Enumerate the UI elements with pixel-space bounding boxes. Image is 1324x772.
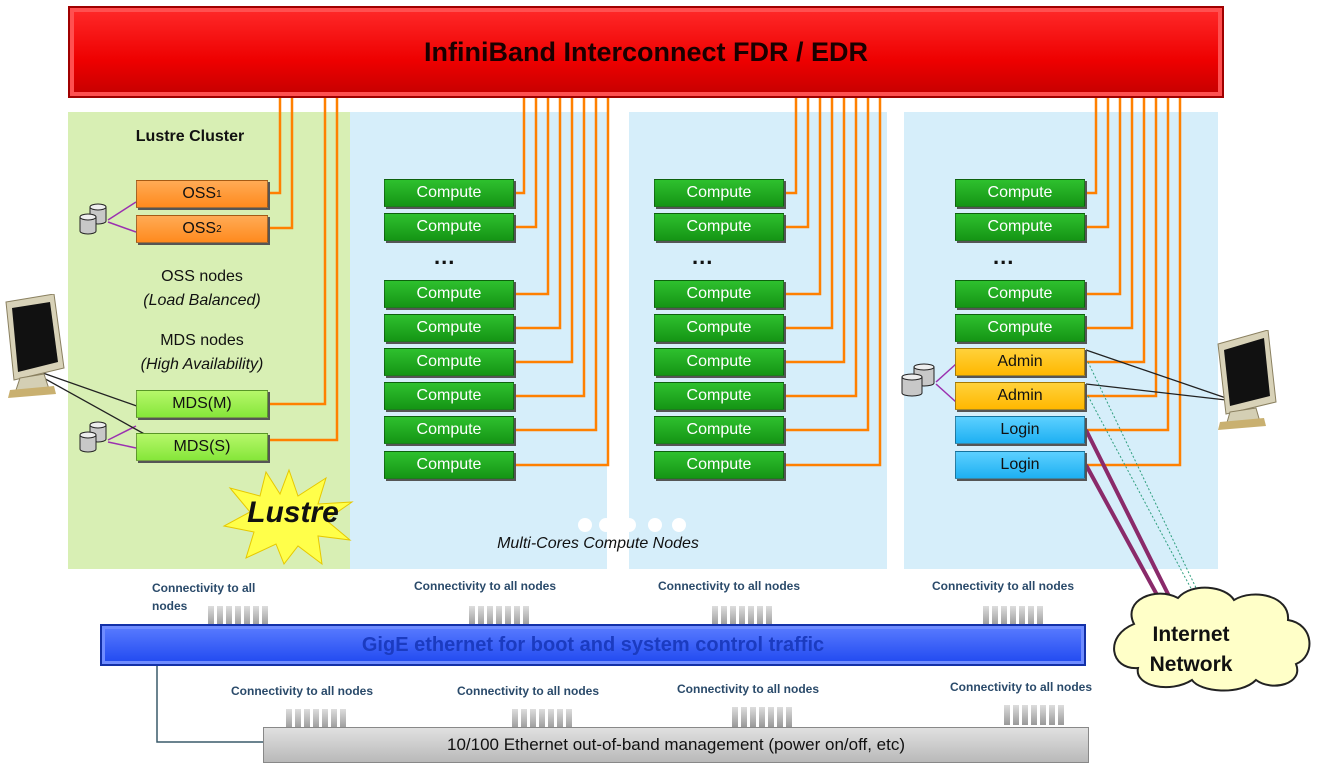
admin-node[interactable]: Admin bbox=[955, 348, 1085, 376]
mds-standby-node[interactable]: MDS(S) bbox=[136, 433, 268, 461]
compute-node[interactable]: Compute bbox=[384, 382, 514, 410]
compute-node[interactable]: Compute bbox=[654, 213, 784, 241]
port-ticks bbox=[1004, 705, 1064, 725]
compute-node[interactable]: Compute bbox=[654, 314, 784, 342]
login-node[interactable]: Login bbox=[955, 416, 1085, 444]
continuation-dot bbox=[648, 518, 662, 532]
mds-nodes-note: (High Availability) bbox=[140, 356, 264, 373]
compute-node[interactable]: Compute bbox=[384, 348, 514, 376]
compute-node[interactable]: Compute bbox=[384, 280, 514, 308]
port-ticks bbox=[983, 606, 1043, 626]
compute-node[interactable]: Compute bbox=[955, 213, 1085, 241]
disk-stack-icon bbox=[79, 203, 107, 235]
compute-node[interactable]: Compute bbox=[384, 213, 514, 241]
compute-node[interactable]: Compute bbox=[654, 416, 784, 444]
compute-node[interactable]: Compute bbox=[654, 451, 784, 479]
compute-node[interactable]: Compute bbox=[654, 348, 784, 376]
continuation-dot bbox=[622, 518, 636, 532]
oob-management-bar: 10/100 Ethernet out-of-band management (… bbox=[263, 727, 1089, 763]
connectivity-label: Connectivity to all nodes bbox=[658, 579, 801, 593]
compute-node[interactable]: Compute bbox=[384, 314, 514, 342]
port-ticks bbox=[286, 709, 346, 729]
ellipsis: ... bbox=[434, 244, 456, 269]
compute-node[interactable]: Compute bbox=[384, 451, 514, 479]
oss-nodes-label: OSS nodes bbox=[161, 268, 243, 285]
connectivity-label: Connectivity to all nodes bbox=[414, 579, 557, 593]
infiniband-interconnect-bar: InfiniBand Interconnect FDR / EDR bbox=[68, 6, 1224, 98]
internet-line-2: Network bbox=[1149, 653, 1233, 676]
internet-line-1: Internet bbox=[1152, 623, 1230, 646]
connectivity-label: Connectivity to all nodes bbox=[457, 684, 600, 698]
compute-node[interactable]: Compute bbox=[384, 416, 514, 444]
connectivity-label: Connectivity to all nodes bbox=[677, 682, 820, 696]
ellipsis: ... bbox=[692, 244, 714, 269]
compute-node[interactable]: Compute bbox=[384, 179, 514, 207]
lustre-logo-text: Lustre bbox=[247, 496, 339, 529]
compute-node[interactable]: Compute bbox=[654, 280, 784, 308]
continuation-dot bbox=[578, 518, 592, 532]
port-ticks bbox=[732, 707, 792, 727]
disk-stack-icon bbox=[79, 421, 107, 453]
port-ticks bbox=[512, 709, 572, 729]
admin-node[interactable]: Admin bbox=[955, 382, 1085, 410]
connectivity-label: Connectivity to all nodes bbox=[231, 684, 374, 698]
gige-ethernet-bar: GigE ethernet for boot and system contro… bbox=[100, 624, 1086, 666]
disk-stack-icon bbox=[901, 363, 935, 397]
continuation-dot bbox=[672, 518, 686, 532]
lustre-cluster-title: Lustre Cluster bbox=[135, 128, 245, 145]
mds-master-node[interactable]: MDS(M) bbox=[136, 390, 268, 418]
port-ticks bbox=[469, 606, 529, 626]
mds-nodes-label: MDS nodes bbox=[160, 332, 244, 349]
oss-nodes-note: (Load Balanced) bbox=[143, 292, 261, 309]
compute-node[interactable]: Compute bbox=[955, 179, 1085, 207]
ellipsis: ... bbox=[993, 244, 1015, 269]
monitor-icon bbox=[1217, 330, 1277, 430]
compute-nodes-caption: Multi-Cores Compute Nodes bbox=[497, 535, 699, 552]
compute-node[interactable]: Compute bbox=[955, 280, 1085, 308]
cloud-icon bbox=[1113, 586, 1311, 692]
starburst-icon bbox=[222, 468, 354, 566]
connectivity-label: Connectivity to all nodes bbox=[932, 579, 1075, 593]
oss-node-2-label: OSS bbox=[182, 220, 217, 237]
port-ticks bbox=[208, 606, 268, 626]
compute-node[interactable]: Compute bbox=[654, 179, 784, 207]
connectivity-label: Connectivity to all nodes bbox=[950, 680, 1093, 694]
compute-node[interactable]: Compute bbox=[654, 382, 784, 410]
oss-node-1-label: OSS bbox=[182, 185, 217, 202]
port-ticks bbox=[712, 606, 772, 626]
compute-node[interactable]: Compute bbox=[955, 314, 1085, 342]
continuation-dot bbox=[599, 518, 613, 532]
monitor-icon bbox=[5, 294, 65, 398]
login-node[interactable]: Login bbox=[955, 451, 1085, 479]
connectivity-label: Connectivity to all nodes bbox=[152, 581, 256, 613]
internet-network-label: Internet Network bbox=[1128, 620, 1254, 680]
